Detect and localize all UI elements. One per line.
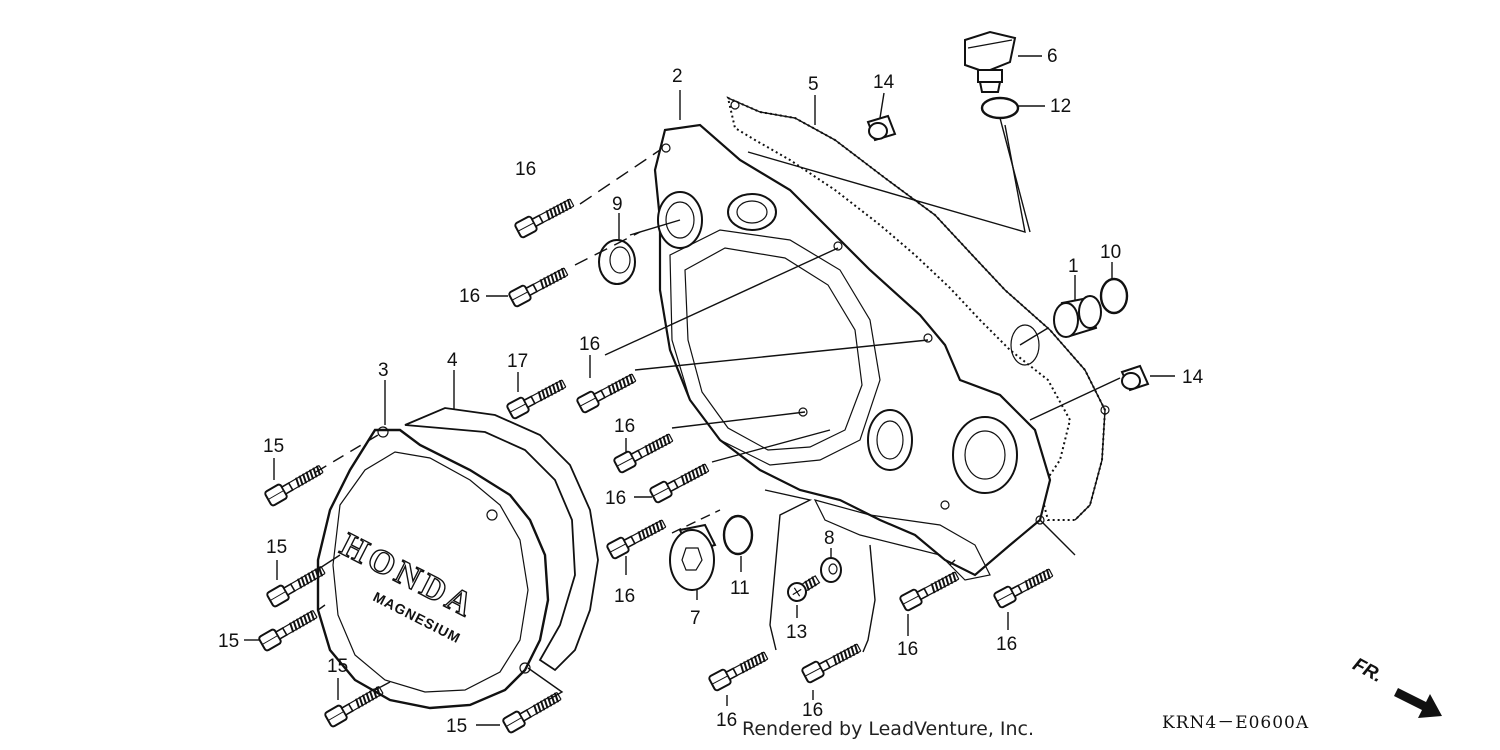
bolt-15-e [501,688,565,735]
callout-11: 11 [730,578,750,599]
bolt-16-e [648,459,712,505]
bolt-16-h [800,639,864,685]
bolt-16-a [513,194,577,240]
collar-1 [1053,295,1102,338]
callout-16-f: 16 [614,586,635,607]
bolt-16-g [707,647,771,693]
assembly-lines [315,117,1121,701]
callout-16-d: 16 [614,416,635,437]
washer-8 [820,557,842,583]
bolt-16-j [992,564,1056,610]
plug-7 [669,523,717,591]
bolt-16-c [575,369,639,415]
bolt-16-i [898,567,962,613]
callout-7: 7 [690,608,701,629]
callout-6: 6 [1047,46,1058,67]
callout-16-a: 16 [515,159,536,180]
callout-17: 17 [507,351,528,372]
callout-4: 4 [447,350,458,371]
gasket-4 [404,407,599,672]
callout-16-g: 16 [716,710,737,731]
callout-16-e: 16 [605,488,626,509]
callout-10: 10 [1100,242,1121,263]
magnesium-cover-3: HONDA MAGNESIUM [316,426,550,710]
callout-1: 1 [1068,256,1079,277]
callout-14-upper: 14 [873,72,895,93]
callouts: 1 2 3 4 5 6 7 8 9 10 11 12 13 14 14 15 1… [218,46,1204,737]
oil-seal-9 [598,239,636,285]
callout-9: 9 [612,194,623,215]
callout-15-e: 15 [446,716,467,737]
callout-5: 5 [808,74,819,95]
bolt-15-c [257,606,321,653]
callout-15-a: 15 [263,436,284,457]
washer-11 [722,514,754,556]
leader-lines [244,55,1175,726]
callout-3: 3 [378,360,389,381]
bolt-16-f [605,515,669,561]
diagram-code: KRN4－E0600A [1162,713,1310,733]
callout-15-d: 15 [327,656,348,677]
o-ring-10 [1099,277,1129,315]
callout-14-lower: 14 [1182,367,1204,388]
callout-15-c: 15 [218,631,239,652]
front-arrow-icon [1394,688,1442,718]
oil-filler-cap-6 [964,30,1017,93]
callout-16-b: 16 [459,286,480,307]
callout-12: 12 [1050,96,1071,117]
o-ring-12 [980,96,1020,120]
bolt-16-b [507,263,571,309]
callout-2: 2 [672,66,683,87]
screw-13 [787,575,821,602]
callout-16-j: 16 [996,634,1017,655]
watermark-text: Rendered by LeadVenture, Inc. [742,718,1035,740]
callout-16-h: 16 [802,700,823,721]
callout-16-i: 16 [897,639,918,660]
callout-16-c: 16 [579,334,600,355]
dowel-pin-14-lower [1120,364,1150,392]
callout-13: 13 [786,622,807,643]
callout-8: 8 [824,528,835,549]
dowel-pin-14-upper [866,114,897,142]
bolt-17 [505,375,569,421]
callout-15-b: 15 [266,537,287,558]
